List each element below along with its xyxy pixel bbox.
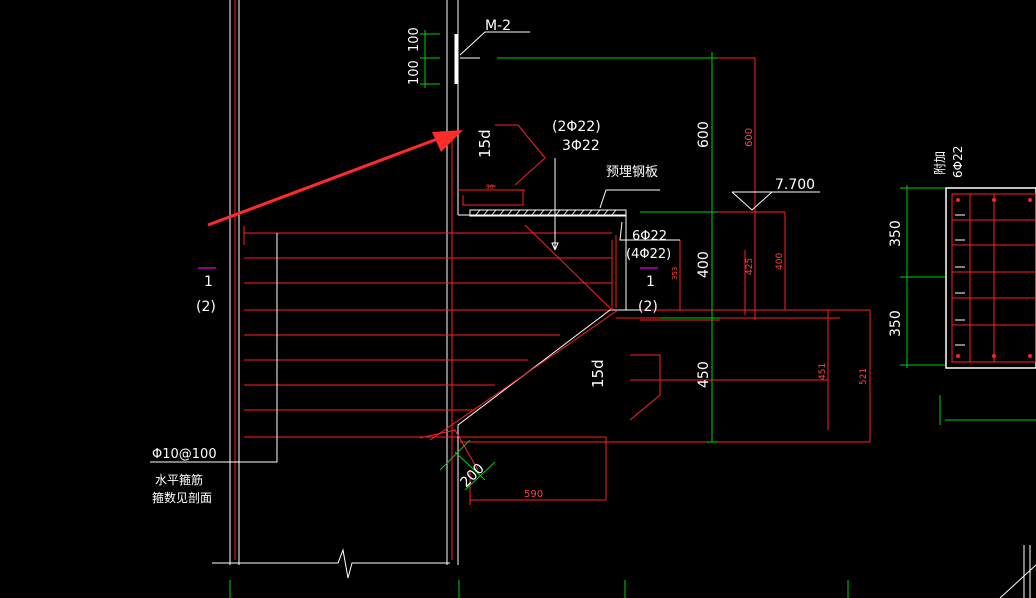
- corbel-rebar: [419, 124, 840, 471]
- right-bar-label: 6Φ22: [951, 146, 965, 178]
- elevation-label: 7.700: [775, 177, 815, 193]
- dim-600-red: 600: [744, 128, 755, 147]
- bar-top-label: 3Φ22: [562, 138, 600, 154]
- column-rebar: [234, 0, 453, 560]
- dim-350-top: 350: [888, 220, 904, 247]
- bar-mid-label: 6Φ22: [632, 229, 667, 244]
- section-left-number: 1: [204, 274, 213, 290]
- anchor-15d-bottom: 15d: [589, 359, 607, 388]
- dim-400-red: 400: [775, 253, 785, 270]
- section-right-sub: (2): [638, 299, 658, 315]
- dimension-lines: [229, 30, 1036, 598]
- anchor-15d-top: 15d: [476, 129, 494, 158]
- rebar-note-type: 水平箍筋: [155, 472, 203, 487]
- bar-mid-alt-label: (4Φ22): [626, 247, 671, 262]
- door-mark-label: M-2: [485, 18, 511, 34]
- dim-590: 590: [524, 489, 543, 500]
- dim-100-bottom: 100: [407, 60, 422, 85]
- dim-451-red: 451: [818, 363, 828, 380]
- dim-200: 200: [458, 461, 488, 491]
- horizontal-stirrups: [243, 226, 612, 438]
- column-outline: [212, 0, 459, 579]
- dim-400-white: 400: [696, 251, 712, 278]
- embedded-plate: [469, 209, 627, 217]
- dim-450-white: 450: [696, 361, 712, 388]
- corbel-outline: [457, 214, 720, 440]
- rebar-note-spacing: Φ10@100: [152, 447, 217, 462]
- red-arrow-annotation: [207, 130, 463, 227]
- dim-521-red: 521: [859, 368, 869, 385]
- dim-425-red: 425: [745, 258, 755, 275]
- dim-350-bottom: 350: [888, 310, 904, 337]
- embedded-plate-label: 预埋钢板: [606, 165, 658, 180]
- section-left-sub: (2): [196, 299, 216, 315]
- rebar-note-detail: 箍数见剖面: [152, 490, 212, 505]
- elevation-marker: [731, 191, 820, 211]
- door-symbol: [454, 31, 530, 84]
- right-additional-label: 附加: [933, 151, 947, 175]
- section-detail-right: [945, 187, 1036, 598]
- section-right-number: 1: [646, 274, 655, 290]
- dim-100-top: 100: [407, 27, 422, 52]
- dim-600-white: 600: [696, 121, 712, 148]
- small-353: 353: [671, 267, 679, 280]
- small-50: 50: [486, 184, 494, 191]
- bar-top-alt-label: (2Φ22): [552, 119, 601, 135]
